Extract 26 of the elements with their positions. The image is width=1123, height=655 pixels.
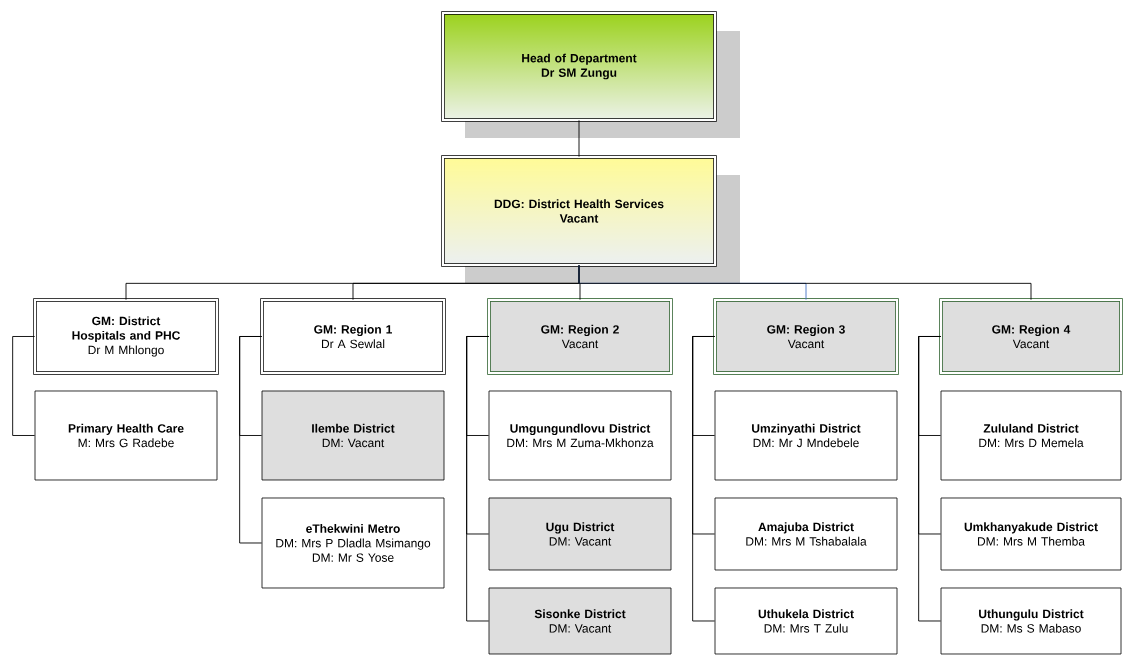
connector-line <box>239 336 263 544</box>
connector-line <box>12 336 36 436</box>
org-box: GM: Region 3 Vacant <box>713 298 899 375</box>
connector-line <box>578 264 1032 301</box>
org-box: Amajuba District DM: Mrs M Tshabalala <box>714 497 898 571</box>
org-box: DDG: District Health Services Vacant <box>441 155 740 283</box>
org-box: GM: Region 1 Dr A Sewlal <box>260 298 446 375</box>
org-box: GM: District Hospitals and PHC Dr M Mhlongo <box>33 298 219 375</box>
org-box: Ugu District DM: Vacant <box>488 497 672 571</box>
org-box: Primary Health Care M: Mrs G Radebe <box>34 390 218 481</box>
org-box: eThekwini Metro DM: Mrs P Dladla Msimango DM: Mr S Yose <box>261 497 445 589</box>
org-box: GM: Region 4 Vacant <box>939 298 1123 375</box>
org-box: Sisonke District DM: Vacant <box>488 587 672 655</box>
connector-line <box>578 119 580 158</box>
org-box: Umkhanyakude District DM: Mrs M Themba <box>940 497 1122 571</box>
org-box: Zululand District DM: Mrs D Memela <box>940 390 1122 481</box>
org-box: Uthungulu District DM: Ms S Mabaso <box>940 587 1122 655</box>
connector-line <box>918 336 942 622</box>
connector-line <box>692 336 716 622</box>
org-box: GM: Region 2 Vacant <box>487 298 673 375</box>
org-box: Head of Department Dr SM Zungu <box>441 11 740 138</box>
connector-line <box>466 336 490 622</box>
org-box: Ilembe District DM: Vacant <box>261 390 445 481</box>
org-box: Uthukela District DM: Mrs T Zulu <box>714 587 898 655</box>
org-box: Umzinyathi District DM: Mr J Mndebele <box>714 390 898 481</box>
org-box: Umgungundlovu District DM: Mrs M Zuma-Mkhonza <box>488 390 672 481</box>
